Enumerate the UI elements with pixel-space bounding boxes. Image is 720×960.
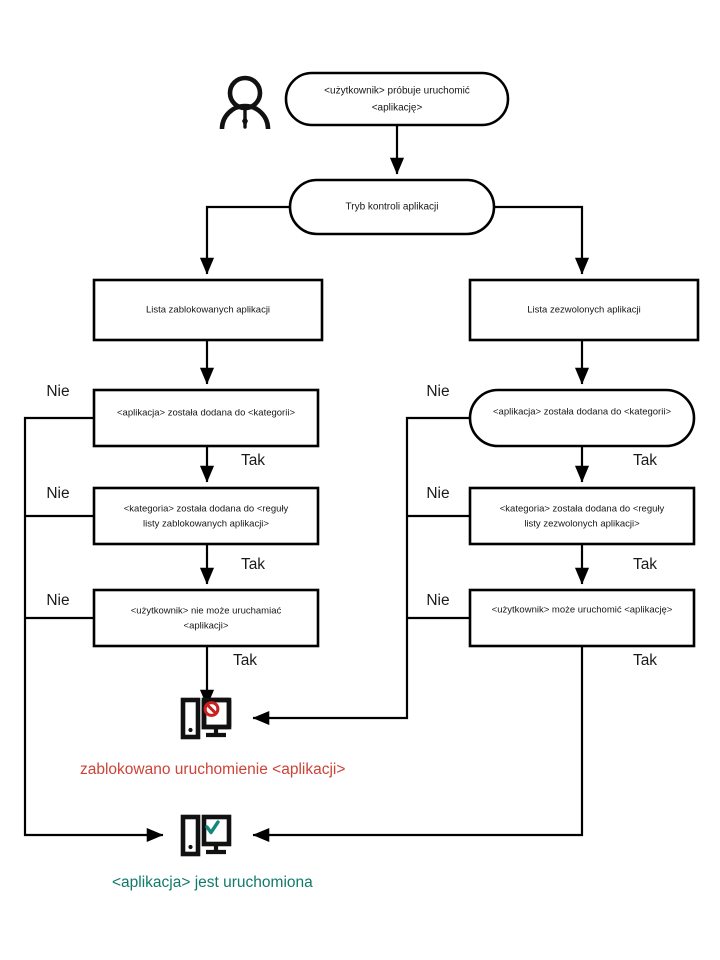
edge-allow-cat-no-to-blocked [252, 416, 470, 726]
node-control-mode-label: Tryb kontroli aplikacji [346, 202, 439, 213]
edge-label-no-left-2: Nie [46, 485, 69, 502]
user-person-icon [219, 75, 271, 130]
node-deny-category-label: <aplikacja> została dodana do <kategorii… [117, 408, 295, 419]
node-allow-user[interactable]: <użytkownik> może uruchomić <aplikację> [468, 588, 696, 648]
node-allow-rule-line2: listy zezwolonych aplikacji> [524, 519, 640, 530]
edge-mode-to-allowlist [494, 205, 590, 275]
node-allow-rule[interactable]: <kategoria> została dodana do <reguły li… [468, 486, 696, 546]
node-allow-category[interactable]: <aplikacja> została dodana do <kategorii… [468, 388, 696, 448]
edge-mode-to-denylist [199, 205, 290, 275]
edge-label-no-left-3: Nie [46, 592, 69, 609]
node-deny-category[interactable]: <aplikacja> została dodana do <kategorii… [92, 388, 320, 448]
edge-label-yes-right-2: Tak [633, 556, 657, 573]
node-denylist[interactable]: Lista zablokowanych aplikacji [92, 278, 324, 342]
blocked-caption: zablokowano uruchomienie <aplikacji> [80, 761, 345, 778]
allowed-caption: <aplikacja> jest uruchomiona [112, 874, 313, 891]
edge-label-no-mid-2: Nie [426, 485, 449, 502]
computer-blocked-icon [180, 697, 232, 740]
node-allowlist-label: Lista zezwolonych aplikacji [527, 305, 641, 316]
node-start-line1: <użytkownik> próbuje uruchomić [324, 86, 470, 97]
edge-label-yes-right-3: Tak [633, 652, 657, 669]
node-deny-user-line2: <aplikacji> [184, 621, 229, 632]
node-deny-rule-line2: listy zablokowanych aplikacji> [143, 519, 269, 530]
edge-label-no-left-1: Nie [46, 383, 69, 400]
node-allow-category-label: <aplikacja> została dodana do <kategorii… [493, 407, 671, 418]
edge-allow-user-yes-to-allowed [252, 646, 584, 843]
node-start-line2: <aplikację> [372, 103, 423, 114]
node-deny-rule-line1: <kategoria> została dodana do <reguły [124, 504, 289, 515]
node-deny-user-line1: <użytkownik> nie może uruchamiać [131, 606, 282, 617]
edge-deny-cat-no-to-allowed [23, 416, 164, 843]
edge-label-yes-right-1: Tak [633, 452, 657, 469]
node-deny-user[interactable]: <użytkownik> nie może uruchamiać <aplika… [92, 588, 320, 648]
edge-label-yes-left-1: Tak [241, 452, 265, 469]
edge-label-no-mid-3: Nie [426, 592, 449, 609]
node-deny-rule[interactable]: <kategoria> została dodana do <reguły li… [92, 486, 320, 546]
computer-allowed-icon [180, 814, 232, 857]
node-allow-user-label: <użytkownik> może uruchomić <aplikację> [492, 605, 673, 616]
edge-label-no-mid-1: Nie [426, 383, 449, 400]
node-control-mode[interactable]: Tryb kontroli aplikacji [288, 178, 496, 236]
node-denylist-label: Lista zablokowanych aplikacji [146, 305, 270, 316]
edge-label-yes-left-2: Tak [241, 556, 265, 573]
node-start[interactable]: <użytkownik> próbuje uruchomić <aplikacj… [284, 71, 510, 127]
node-allow-rule-line1: <kategoria> została dodana do <reguły [500, 504, 665, 515]
edge-label-yes-left-3: Tak [233, 652, 257, 669]
node-allowlist[interactable]: Lista zezwolonych aplikacji [468, 278, 700, 342]
